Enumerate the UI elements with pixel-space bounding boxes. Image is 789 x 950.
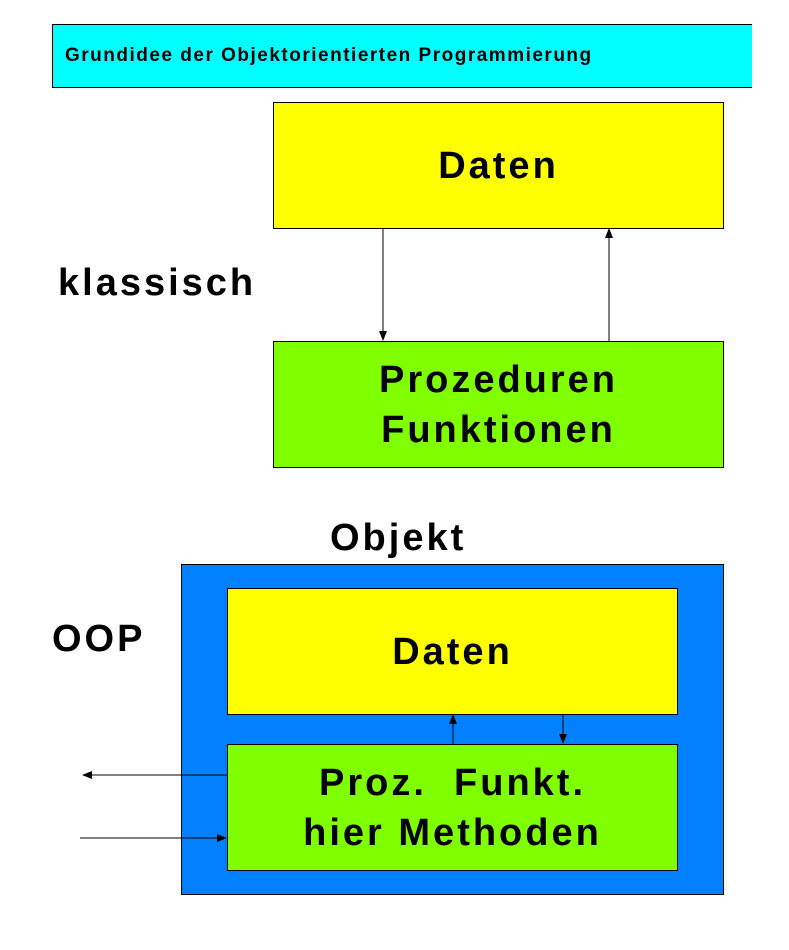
object-label: Objekt — [330, 517, 467, 559]
title-box: Grundidee der Objektorientierten Program… — [52, 24, 752, 88]
oop-data-box: Daten — [227, 588, 678, 715]
classic-data-label: Daten — [438, 144, 559, 187]
classic-proc-box: Prozeduren Funktionen — [273, 341, 724, 468]
oop-proc-line1: Proz. Funkt. — [319, 761, 586, 804]
classic-proc-line2: Funktionen — [381, 408, 616, 451]
classic-proc-line1: Prozeduren — [378, 358, 619, 401]
title-text: Grundidee der Objektorientierten Program… — [65, 45, 593, 66]
oop-label: OOP — [52, 618, 146, 660]
classic-data-box: Daten — [273, 102, 724, 229]
classic-label: klassisch — [58, 262, 257, 304]
oop-data-label: Daten — [392, 630, 513, 673]
oop-proc-box: Proz. Funkt. hier Methoden — [227, 744, 678, 871]
oop-proc-line2: hier Methoden — [303, 811, 602, 854]
